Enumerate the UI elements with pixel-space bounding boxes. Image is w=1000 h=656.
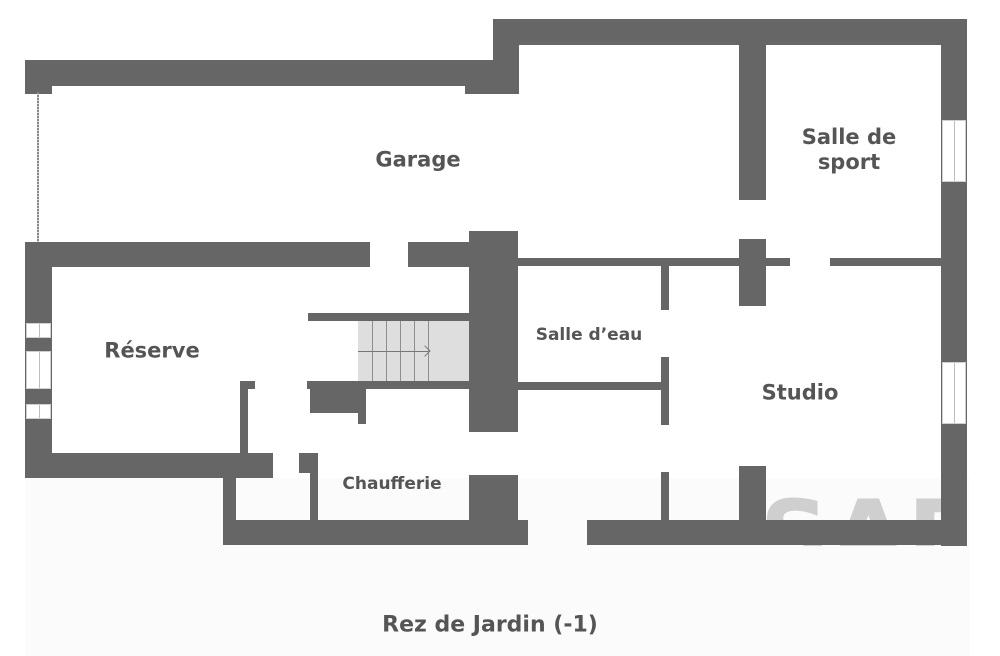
wall-lower-partition	[661, 472, 669, 522]
wall-salle-deau-door-stub	[661, 258, 669, 310]
window-reserve-3	[26, 404, 51, 419]
wall-bottom-right	[587, 520, 967, 545]
window-studio	[942, 362, 966, 424]
wall-core	[469, 231, 518, 432]
wall-garage-sport	[739, 45, 766, 200]
room-label-salle-deau: Salle d’eau	[535, 324, 643, 345]
wall-top-left-corner	[25, 60, 52, 94]
stair-direction-arrow-icon	[358, 351, 428, 352]
room-label-garage: Garage	[375, 147, 461, 172]
room-label-salle-de-sport: Salle de sport	[802, 125, 897, 175]
wall-studio-left-lower	[739, 466, 766, 526]
wall-stair-block	[310, 381, 366, 413]
window-reserve-1	[26, 323, 51, 338]
wall-chaufferie-left	[310, 453, 318, 521]
staircase	[358, 321, 469, 381]
window-sport	[942, 120, 966, 182]
room-label-studio: Studio	[761, 380, 839, 405]
wall-reserve-partition-cap	[240, 381, 255, 389]
wall-top-right	[493, 19, 967, 45]
wall-reserve-top	[25, 242, 370, 267]
wall-right	[941, 19, 967, 546]
floor-title: Rez de Jardin (-1)	[382, 612, 598, 638]
wall-pillar-mid	[739, 239, 766, 306]
wall-stair-bottom	[307, 381, 470, 389]
wall-salle-deau-right	[661, 357, 669, 425]
wall-salle-deau-top	[518, 258, 790, 266]
room-label-salle-de-sport-line2: sport	[817, 150, 881, 174]
wall-salle-deau-bottom	[518, 382, 668, 390]
window-reserve-2	[26, 351, 51, 389]
wall-garage-stair-top	[408, 242, 470, 267]
wall-top-left	[25, 60, 519, 86]
garage-door	[37, 92, 39, 242]
wall-stair-block-tab	[358, 381, 366, 424]
wall-sport-bottom	[830, 258, 942, 266]
room-label-salle-de-sport-line1: Salle de	[801, 124, 897, 149]
wall-reserve-partition	[240, 381, 248, 461]
room-label-chaufferie: Chaufferie	[342, 473, 442, 494]
wall-stair-top	[308, 313, 470, 321]
wall-chaufferie-right	[469, 475, 518, 545]
room-label-reserve: Réserve	[104, 338, 200, 363]
